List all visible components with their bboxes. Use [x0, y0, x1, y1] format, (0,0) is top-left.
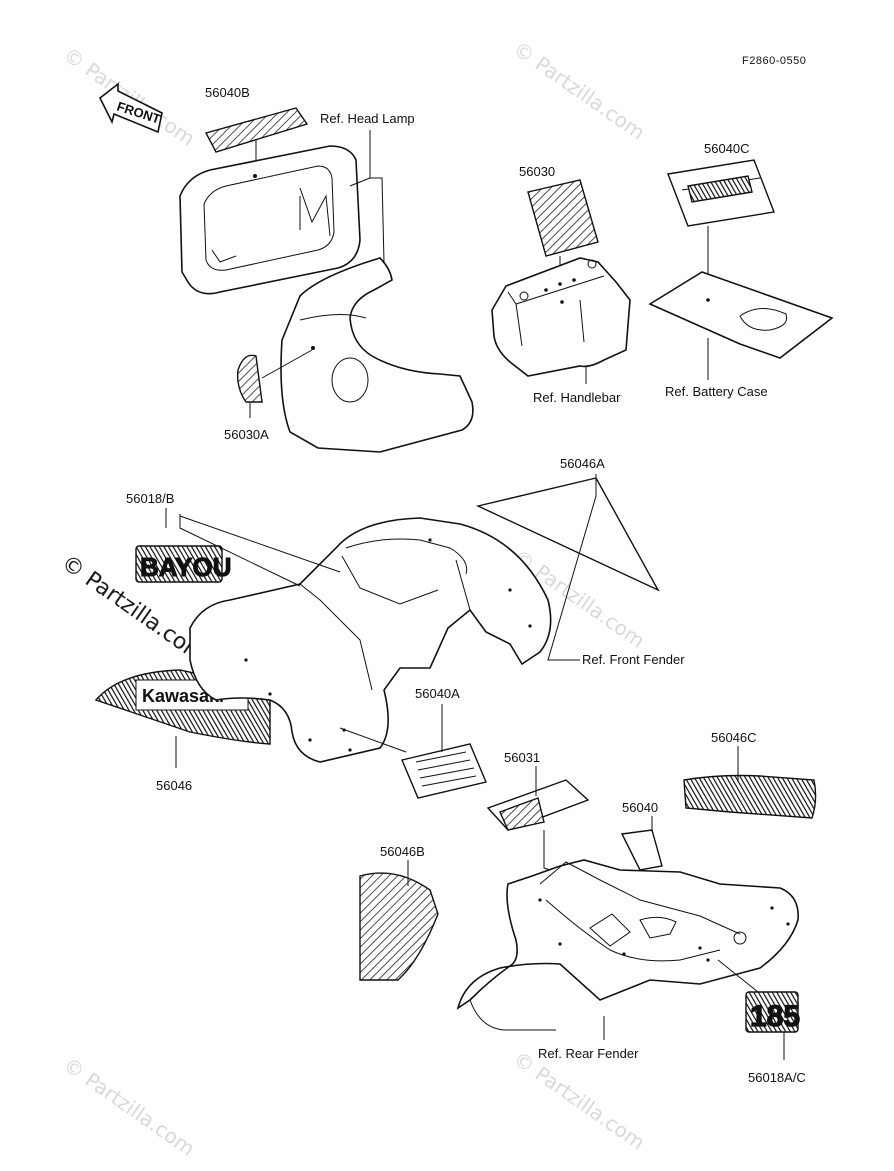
battery-case-group: [648, 159, 834, 380]
label-56030: 56030: [519, 164, 555, 179]
decal-56040: [620, 829, 663, 871]
label-ref-handlebar: Ref. Handlebar: [533, 390, 621, 405]
watermark-bottom-left: © Partzilla.com: [59, 1052, 199, 1160]
decal-56046C: [683, 774, 817, 819]
badge-bayou: [135, 545, 223, 583]
label-ref-rear-fender: Ref. Rear Fender: [538, 1046, 639, 1061]
watermark-top-right: © Partzilla.com: [509, 36, 649, 144]
head-lamp-group: [179, 107, 474, 453]
watermark-bottom-right: © Partzilla.com: [509, 1046, 649, 1154]
decal-56046B: [359, 872, 439, 981]
decal-56046A: [475, 477, 660, 592]
label-56018-B: 56018/B: [126, 491, 174, 506]
label-ref-battery-case: Ref. Battery Case: [665, 384, 768, 399]
badge-185: [745, 991, 799, 1033]
label-56018A-C: 56018A/C: [748, 1070, 806, 1085]
emblem-56030A: [236, 354, 263, 403]
label-56046: 56046: [156, 778, 192, 793]
badge-185-text: 185: [750, 1000, 800, 1033]
decal-56040B: [204, 107, 309, 153]
label-56040B: 56040B: [205, 85, 250, 100]
label-56040A: 56040A: [415, 686, 460, 701]
label-56040: 56040: [622, 800, 658, 815]
label-56046B: 56046B: [380, 844, 425, 859]
front-fender-group: BAYOU Kawasaki: [94, 474, 660, 799]
decal-56030: [527, 179, 599, 257]
label-56046C: 56046C: [711, 730, 757, 745]
figure-code: F2860-0550: [742, 55, 806, 67]
handlebar-group: [491, 179, 631, 384]
label-56046A: 56046A: [560, 456, 605, 471]
label-56031: 56031: [504, 750, 540, 765]
decal-56040A: [401, 743, 487, 799]
label-56030A: 56030A: [224, 427, 269, 442]
front-arrow: FRONT: [98, 82, 163, 134]
label-56040C: 56040C: [704, 141, 750, 156]
rear-fender-group: 185: [359, 746, 817, 1060]
label-ref-head-lamp: Ref. Head Lamp: [320, 111, 415, 126]
label-ref-front-fender: Ref. Front Fender: [582, 652, 685, 667]
badge-bayou-text: BAYOU: [140, 552, 232, 582]
